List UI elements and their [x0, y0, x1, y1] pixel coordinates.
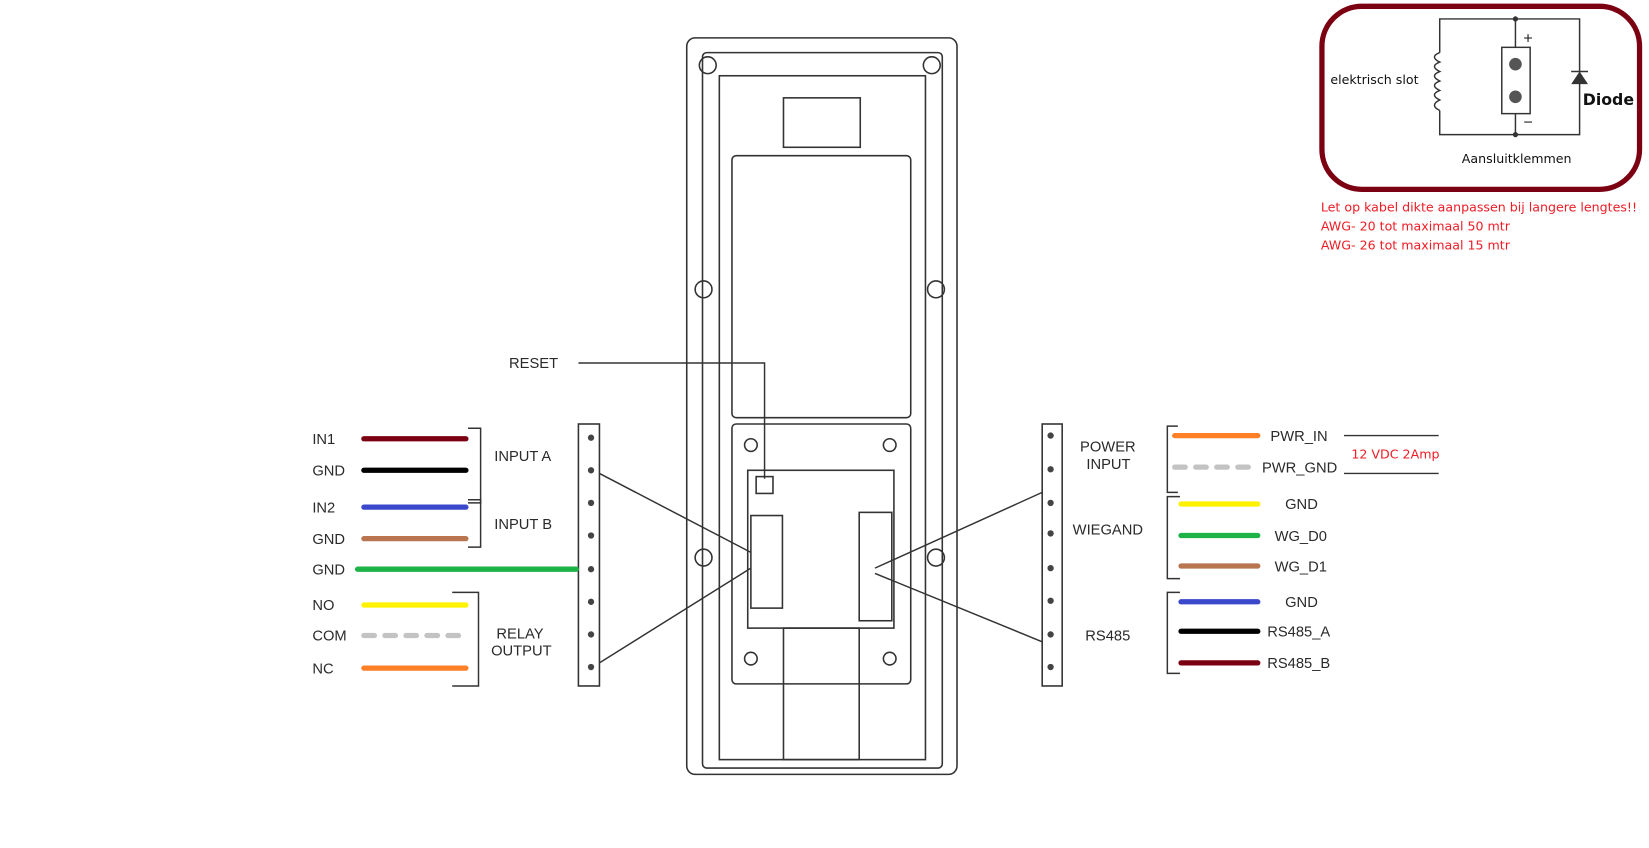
terminal-dot: [1047, 432, 1054, 439]
right-wire-list: PWR_INPWR_GNDGNDWG_D0WG_D1GNDRS485_ARS48…: [1172, 429, 1337, 672]
group-output: OUTPUT: [491, 643, 552, 659]
terminal-dot: [587, 663, 595, 671]
group-power-input: INPUT: [1086, 457, 1130, 473]
terminal-dot: [587, 434, 595, 441]
coil-icon: [1433, 51, 1442, 112]
wire-label: IN1: [312, 432, 335, 448]
terminal-dot: [587, 598, 595, 605]
right-connector: [858, 511, 893, 622]
left-terminal-strip: [577, 423, 601, 687]
wire-label: RS485_A: [1267, 625, 1330, 641]
device-back-panel: [685, 37, 958, 776]
wire-label: GND: [1285, 595, 1318, 611]
terminal-dot: [587, 566, 595, 573]
terminals-label: Aansluitklemmen: [1462, 151, 1572, 166]
reset-button: [755, 475, 774, 495]
wire-label: PWR_GND: [1262, 460, 1337, 476]
screw-icons: [694, 56, 946, 666]
group-rs485: RS485: [1085, 629, 1130, 645]
terminal-dot: [1047, 466, 1054, 473]
terminal-dot: [1047, 530, 1054, 537]
wire-label: GND: [312, 562, 345, 578]
terminal-dot: [587, 532, 595, 539]
group-relay: RELAY: [496, 627, 543, 643]
lock-label: elektrisch slot: [1330, 72, 1418, 87]
wire-label: IN2: [312, 500, 335, 516]
right-terminal-strip: [1041, 423, 1063, 687]
terminal-dot: [1047, 663, 1054, 671]
terminal-block-icon: [1501, 46, 1531, 115]
lock-circuit-box: + − elektrisch slot Diode Aansluitklemme…: [1319, 3, 1643, 193]
diode-label: Diode: [1583, 90, 1634, 109]
wire-label: GND: [1285, 497, 1318, 513]
wire-label: COM: [312, 629, 346, 645]
wire-label: GND: [312, 464, 345, 480]
wire-label: GND: [312, 532, 345, 548]
terminal-dot: [587, 631, 595, 638]
wire-label: RS485_B: [1267, 656, 1330, 672]
reset-label: RESET: [509, 356, 558, 372]
terminal-dot: [1047, 564, 1054, 572]
group-wiegand: WIEGAND: [1073, 522, 1143, 538]
group-input-a: INPUT A: [494, 449, 551, 465]
terminal-dot: [1047, 499, 1054, 507]
wire-label: WG_D0: [1275, 529, 1327, 545]
note-line-2: AWG- 20 tot maximaal 50 mtr: [1321, 218, 1511, 233]
power-note: 12 VDC 2Amp: [1351, 447, 1439, 462]
left-connector: [750, 514, 784, 609]
terminal-dot: [1047, 597, 1054, 604]
diode-icon: [1571, 71, 1589, 85]
terminal-dot: [587, 499, 595, 507]
note-line-3: AWG- 26 tot maximaal 15 mtr: [1321, 237, 1511, 252]
wire-label: PWR_IN: [1270, 429, 1327, 445]
wire-label: NC: [312, 661, 334, 677]
terminal-dot: [587, 467, 595, 474]
minus-sign: −: [1523, 114, 1534, 129]
terminal-dot: [1047, 631, 1054, 638]
note-line-1: Let op kabel dikte aanpassen bij langere…: [1321, 199, 1637, 214]
plus-sign: +: [1523, 30, 1534, 45]
wire-label: WG_D1: [1275, 559, 1327, 575]
wire-label: NO: [312, 598, 334, 614]
group-power: POWER: [1080, 439, 1136, 455]
group-input-b: INPUT B: [494, 517, 552, 533]
